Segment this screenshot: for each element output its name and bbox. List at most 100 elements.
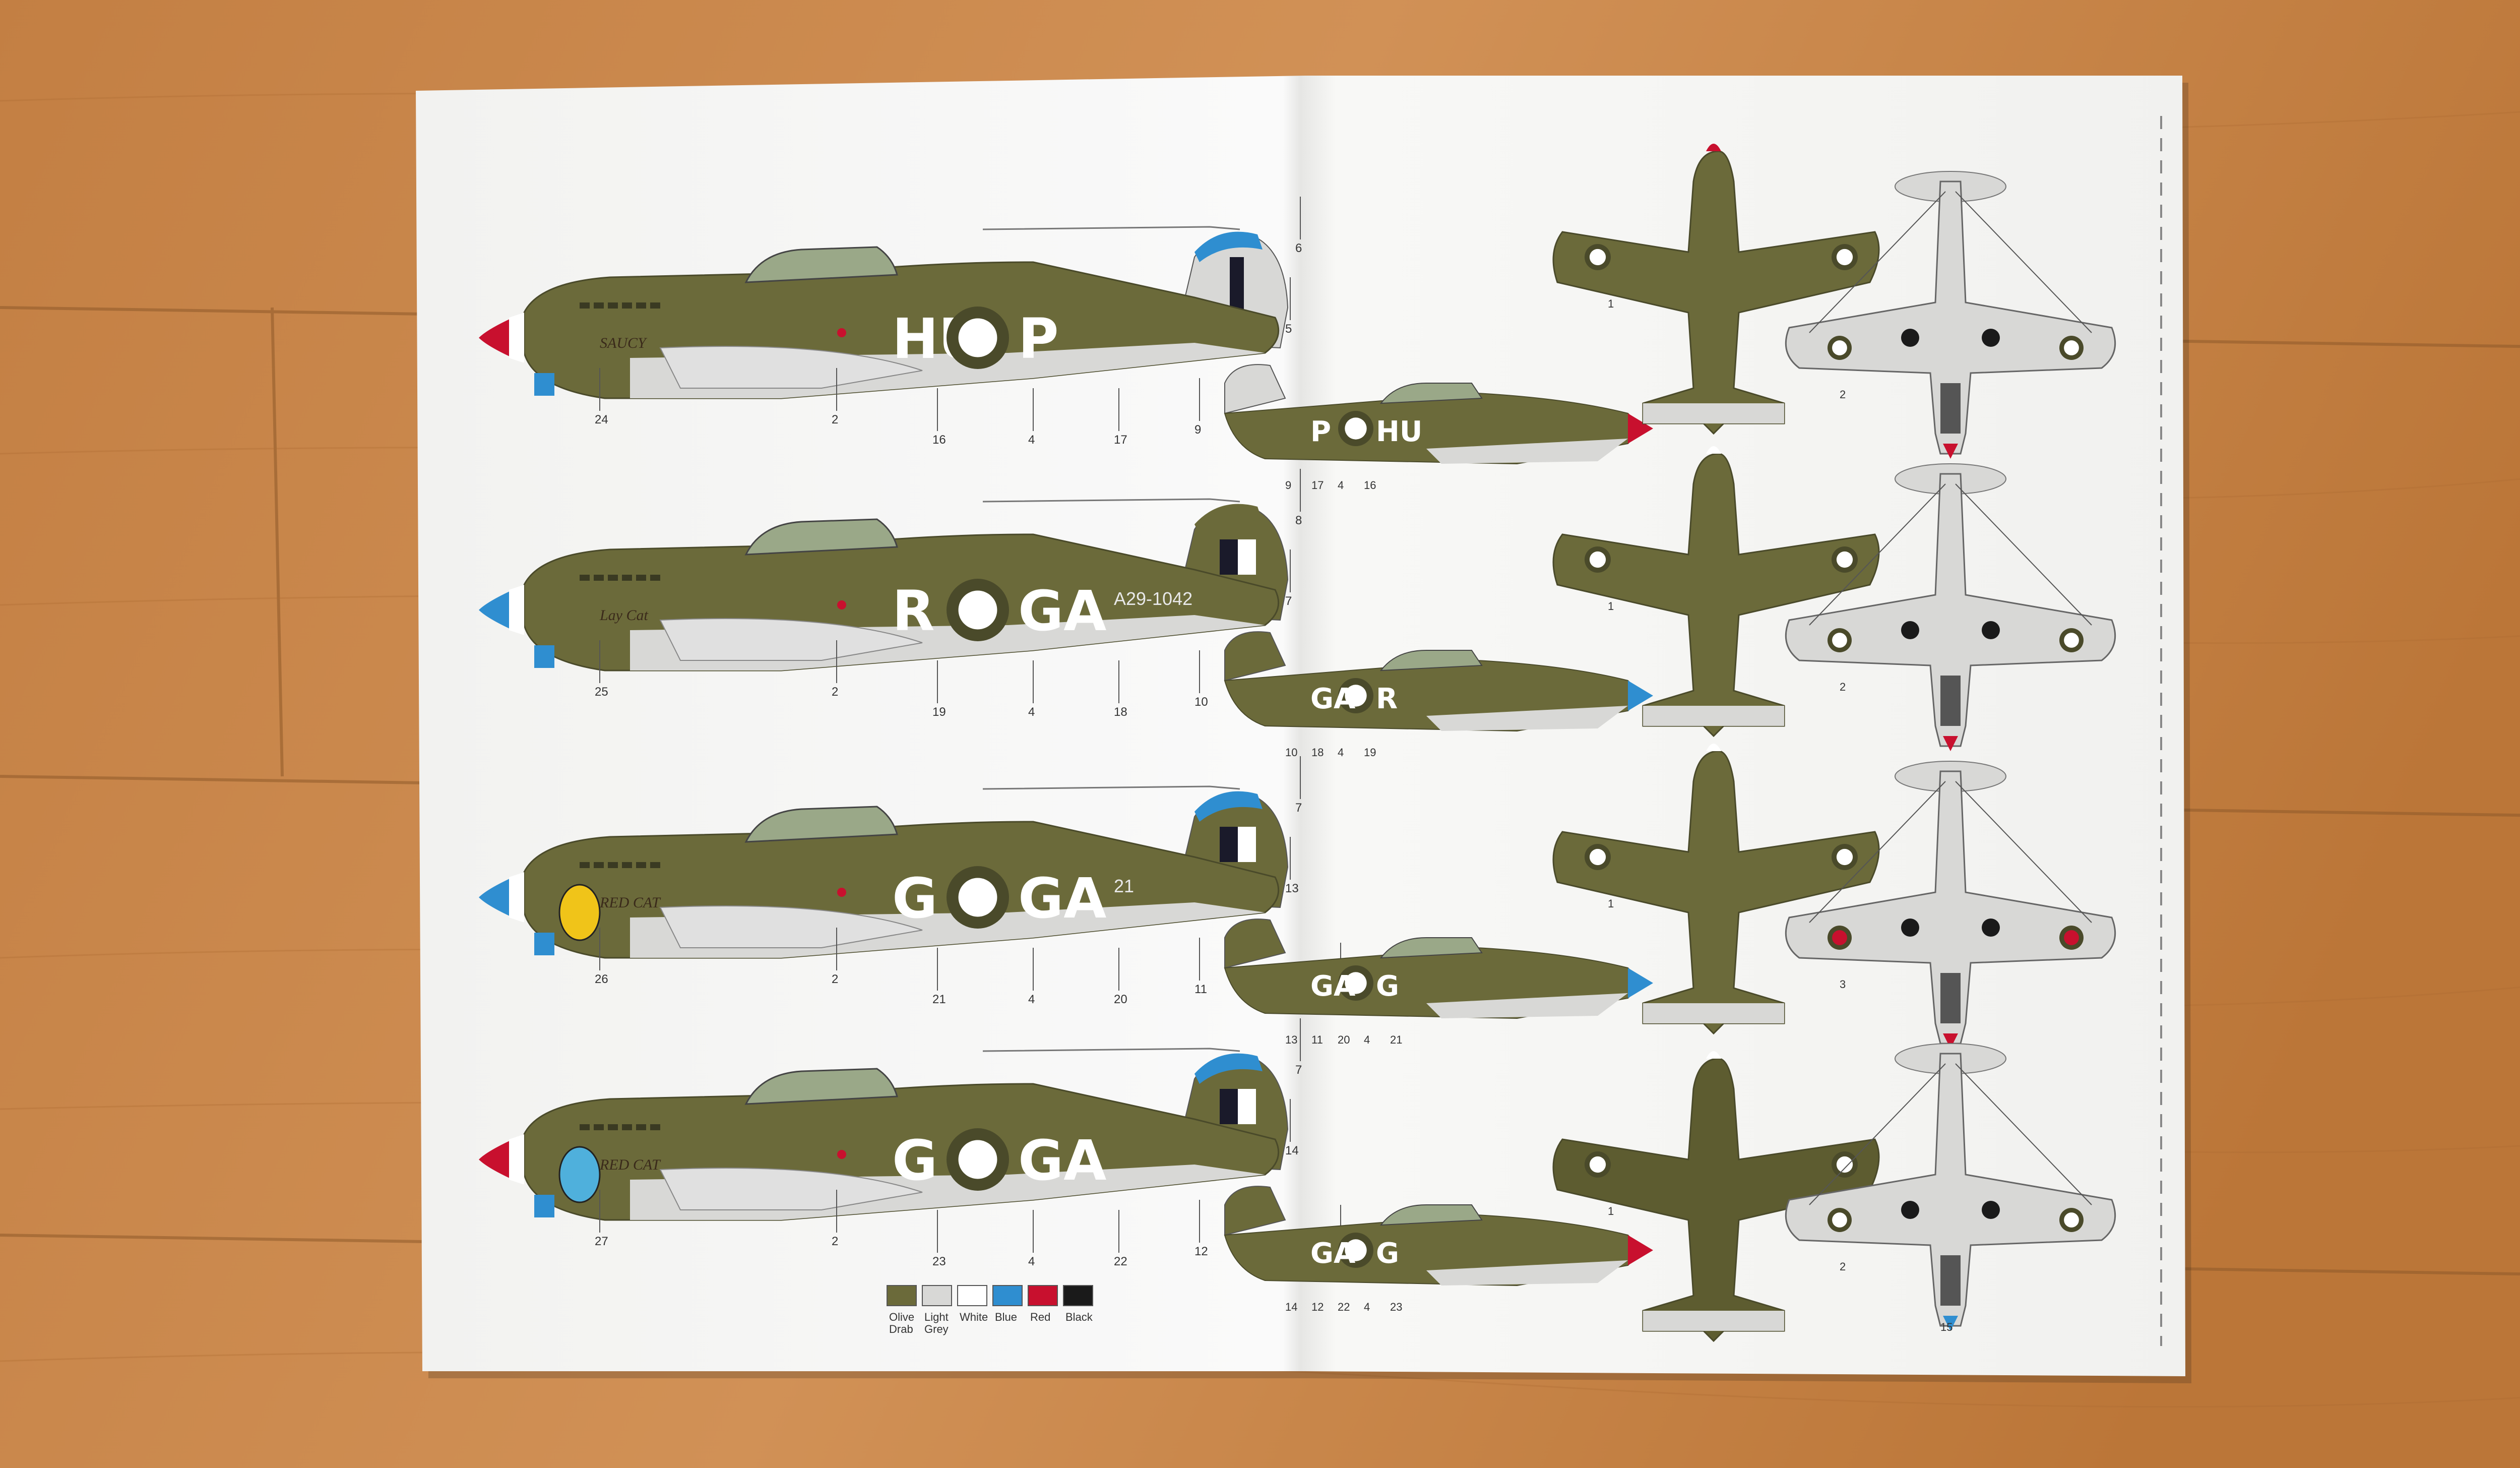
antenna-wire-right bbox=[1955, 1063, 2092, 1205]
serial-number: 21 bbox=[1114, 876, 1134, 896]
canopy-frame bbox=[982, 785, 1240, 790]
small-tail bbox=[1224, 364, 1286, 414]
top-tailplane bbox=[1643, 706, 1784, 726]
top-callout-1: 1 bbox=[1608, 600, 1614, 613]
top-spinner bbox=[1706, 1051, 1721, 1059]
exhaust-stack bbox=[622, 302, 632, 309]
canopy bbox=[744, 806, 898, 843]
top-tailplane bbox=[1643, 1003, 1784, 1023]
code-right: P bbox=[1018, 307, 1059, 371]
marker-dot bbox=[837, 600, 846, 609]
bottom-roundel-left-center bbox=[1832, 930, 1847, 945]
small-code-right: G bbox=[1376, 1237, 1399, 1270]
top-tailplane bbox=[1643, 1311, 1784, 1331]
exhaust-stack bbox=[636, 1124, 646, 1130]
small-canopy bbox=[1379, 383, 1483, 404]
small-callout-9: 9 bbox=[1285, 479, 1291, 492]
small-code-left: GA bbox=[1310, 1237, 1356, 1270]
small-spinner bbox=[1628, 413, 1653, 444]
exhaust-stack bbox=[650, 302, 660, 309]
small-belly bbox=[1426, 706, 1628, 731]
exhaust-stack bbox=[650, 862, 660, 868]
bottom-callout-3: 3 bbox=[1840, 978, 1846, 991]
antenna-wire-right bbox=[1955, 483, 2092, 626]
small-callout-14: 14 bbox=[1285, 1301, 1297, 1313]
callout-13: 13 bbox=[1285, 882, 1299, 895]
fuselage-roundel-center bbox=[958, 590, 997, 630]
legend-swatch bbox=[887, 1285, 917, 1306]
small-callout-22: 22 bbox=[1338, 1301, 1350, 1313]
bottom-view-3: 3 bbox=[1785, 761, 2116, 1049]
top-view-airframe bbox=[1552, 750, 1880, 1035]
tail-tip bbox=[1194, 231, 1263, 262]
top-spinner bbox=[1706, 744, 1721, 751]
wheel-right bbox=[1982, 621, 2000, 639]
exhaust-stack bbox=[594, 575, 604, 581]
tail-tip bbox=[1194, 504, 1263, 534]
marker-dot bbox=[837, 888, 846, 897]
bottom-roundel-right-center bbox=[2064, 930, 2079, 945]
bottom-roundel-right-center bbox=[2064, 1212, 2079, 1228]
belly-tank bbox=[1940, 676, 1961, 726]
callout-24: 24 bbox=[595, 413, 608, 426]
exhaust-stack bbox=[636, 862, 646, 868]
top-view-3: 1 bbox=[1552, 744, 1880, 1035]
small-callout-10: 10 bbox=[1285, 746, 1297, 759]
canopy-frame bbox=[982, 1048, 1240, 1052]
exhaust-stack bbox=[594, 1124, 604, 1130]
marker-dot bbox=[837, 1150, 846, 1159]
small-callout-4: 4 bbox=[1338, 479, 1344, 492]
fin-flash-blue bbox=[1220, 539, 1238, 575]
top-tailplane bbox=[1643, 403, 1784, 423]
callout-7: 7 bbox=[1295, 1063, 1302, 1077]
callout-2: 2 bbox=[832, 1235, 838, 1248]
exhaust-stack bbox=[594, 302, 604, 309]
wheel-left bbox=[1901, 919, 1919, 937]
top-roundel-left-center bbox=[1589, 551, 1606, 568]
bottom-spinner bbox=[1943, 1033, 1958, 1049]
small-tail bbox=[1224, 1186, 1286, 1236]
top-callout-1: 1 bbox=[1608, 897, 1614, 910]
top-view-4: 1 bbox=[1552, 1051, 1880, 1342]
bottom-airframe bbox=[1785, 180, 2116, 455]
top-roundel-left-center bbox=[1589, 1156, 1606, 1173]
callout-11: 11 bbox=[1194, 983, 1207, 996]
legend-swatch bbox=[922, 1285, 952, 1306]
exhaust-stack bbox=[636, 302, 646, 309]
bottom-callout-2: 2 bbox=[1840, 388, 1846, 401]
callout-26: 26 bbox=[595, 972, 608, 986]
antenna-wire-right bbox=[1955, 191, 2092, 333]
marker-dot bbox=[837, 328, 846, 337]
callout-9: 9 bbox=[1194, 423, 1201, 437]
spinner-band bbox=[509, 1134, 524, 1185]
wing-root bbox=[659, 618, 923, 661]
legend-swatch bbox=[1028, 1285, 1058, 1306]
small-roundel-center bbox=[1345, 972, 1367, 994]
small-canopy bbox=[1379, 650, 1483, 671]
callout-27: 27 bbox=[595, 1235, 608, 1248]
small-tail bbox=[1224, 919, 1286, 969]
callout-12: 12 bbox=[1194, 1245, 1208, 1258]
small-belly bbox=[1426, 1260, 1628, 1286]
callout-6: 6 bbox=[1295, 241, 1302, 255]
wheel-left bbox=[1901, 1201, 1919, 1219]
legend-label: Black bbox=[1065, 1311, 1093, 1323]
legend-swatch bbox=[957, 1285, 987, 1306]
small-belly bbox=[1426, 439, 1628, 464]
top-spinner bbox=[1706, 446, 1721, 454]
fuselage-roundel-center bbox=[958, 318, 997, 357]
canopy-frame bbox=[982, 498, 1240, 503]
callout-2: 2 bbox=[832, 413, 838, 426]
spinner-band bbox=[509, 585, 524, 635]
bottom-roundel-left-center bbox=[1832, 1212, 1847, 1228]
legend-swatch bbox=[992, 1285, 1023, 1306]
callout-14: 14 bbox=[1285, 1144, 1299, 1157]
small-code-left: GA bbox=[1310, 683, 1356, 715]
top-roundel-right-center bbox=[1836, 551, 1853, 568]
top-view-airframe bbox=[1552, 150, 1880, 435]
fuselage-roundel-center bbox=[958, 1140, 997, 1179]
bottom-airframe bbox=[1785, 473, 2116, 747]
